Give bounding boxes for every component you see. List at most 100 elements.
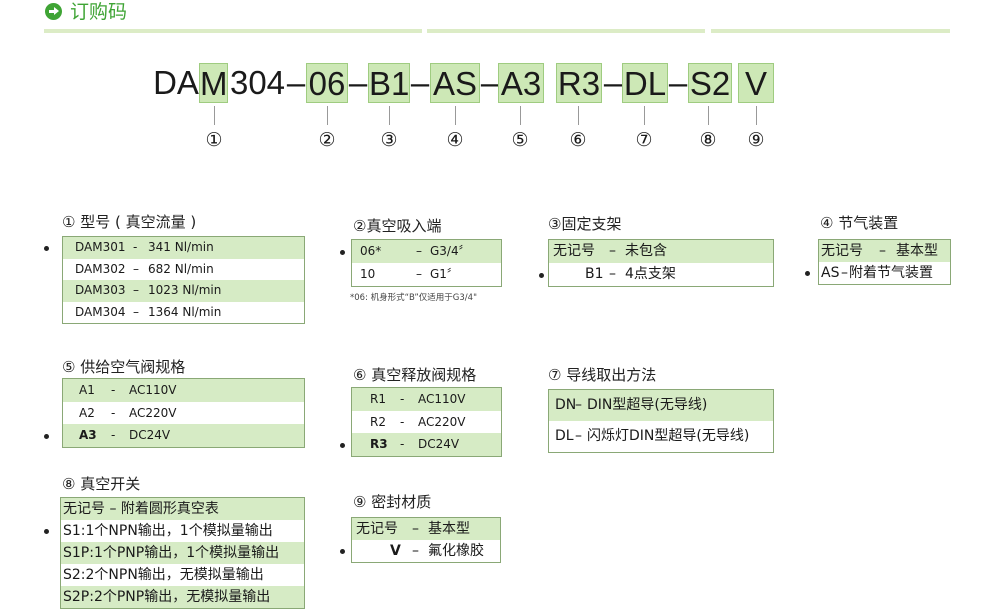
option-sep: – [133,283,139,297]
option-code: DL [555,428,574,444]
option-sep: – [575,397,582,413]
code-segment-text: – [348,64,368,101]
page-title: 订购码 [70,1,128,23]
option-value: 682 Nl/min [148,261,214,276]
option-sep: - [133,240,138,254]
option-code: A1 [79,383,95,397]
option-sep: – [416,267,422,281]
section-title: ⑤ 供给空气阀规格 [62,358,186,376]
callout-line [708,106,709,125]
callout-line [520,106,521,125]
option-sep: - [111,428,116,443]
option-value: 附着节气装置 [849,265,933,281]
option-value: 基本型 [896,243,938,259]
option-code: R1 [370,392,386,406]
callout-line [389,106,390,125]
code-segment-text: – [286,64,306,101]
option-row: DL–闪烁灯DIN型超导(无导线) [549,421,773,452]
code-segment-text: – [410,64,430,101]
option-row: 无记号–未包含 [549,240,773,263]
option-sep: – [412,543,419,559]
option-sep: – [879,243,886,259]
arrow-circle-icon [45,3,62,20]
option-sep: – [609,243,616,259]
code-segment-box: B1 [368,63,410,103]
callout-number: ④ [446,129,464,151]
callout-number: ⑤ [511,129,529,151]
callout-line [578,106,579,125]
callout-number: ③ [380,129,398,151]
selected-bullet [340,442,345,448]
code-segment-box: R3 [556,63,602,103]
selected-bullet [805,271,810,276]
option-sep: – [575,428,582,444]
callout-number: ⑨ [747,129,765,151]
option-row: A2-AC220V [63,402,304,425]
selected-bullet [340,249,345,255]
option-value: DIN型超导(无导线) [587,397,708,413]
option-value: AC220V [129,405,177,420]
header-divider [44,29,422,33]
callout-line [644,106,645,125]
option-sep: - [400,437,405,452]
option-code: A3 [79,428,97,443]
selected-bullet [44,245,49,251]
option-sep: – [841,265,848,281]
option-row: S1P:1个PNP输出，1个模拟量输出 [61,542,304,564]
selected-bullet [44,433,49,439]
option-row: DN–DIN型超导(无导线) [549,390,773,421]
code-segment-box: AS [430,63,480,103]
section-title: ②真空吸入端 [353,217,442,235]
header-divider [711,29,950,33]
option-value: G3/4〞 [430,244,471,258]
option-text: S2P:2个PNP输出，无模拟量输出 [63,589,271,605]
option-code: A2 [79,405,95,420]
option-text: S2:2个NPN输出，无模拟量输出 [63,567,264,583]
code-segment-box: DL [622,63,668,103]
option-code: DN [555,397,577,413]
selected-bullet [340,549,345,554]
callout-number: ⑦ [635,129,653,151]
option-code: B1 [585,266,604,282]
callout-line [455,106,456,125]
option-row: S2:2个NPN输出，无模拟量输出 [61,564,304,586]
option-row: DAM304–1364 Nl/min [63,302,304,324]
option-sep: - [400,392,405,406]
option-code: DAM303 [75,283,126,297]
option-code: V [390,543,401,559]
section-title: ⑧ 真空开关 [62,475,141,493]
option-sep: – [133,304,139,319]
callout-number: ⑥ [569,129,587,151]
code-segment-box: A3 [498,63,544,103]
option-text: S1P:1个PNP输出，1个模拟量输出 [63,545,280,561]
option-value: 1023 Nl/min [148,283,222,297]
option-row: R3-DC24V [352,433,501,457]
option-row: B1–4点支架 [549,263,773,286]
option-value: 闪烁灯DIN型超导(无导线) [587,428,750,444]
code-segment-text: DA [153,64,199,101]
option-value: G1〞 [430,267,459,281]
option-code: 06* [360,244,382,258]
option-row: 06*–G3/4〞 [352,240,501,263]
option-value: AC110V [418,392,466,406]
option-code: R2 [370,414,386,429]
option-value: 基本型 [428,521,470,537]
option-row: 10 –G1〞 [352,263,501,286]
section-title: ⑥ 真空释放阀规格 [353,366,477,384]
code-segment-box: 06 [306,63,348,103]
option-row: A3-DC24V [63,424,304,448]
option-table: DN–DIN型超导(无导线)DL–闪烁灯DIN型超导(无导线) [548,389,774,453]
section-title: ① 型号 ( 真空流量 ) [62,213,197,231]
option-value: 341 Nl/min [148,240,214,254]
option-row: DAM303–1023 Nl/min [63,280,304,302]
option-code: DAM304 [75,304,126,319]
section-title: ③固定支架 [548,215,622,233]
option-sep: – [609,266,616,282]
option-code: DAM302 [75,261,126,276]
option-code: 10 [360,267,376,281]
code-segment-box: M [199,63,228,103]
option-row: 无记号–基本型 [819,240,950,262]
